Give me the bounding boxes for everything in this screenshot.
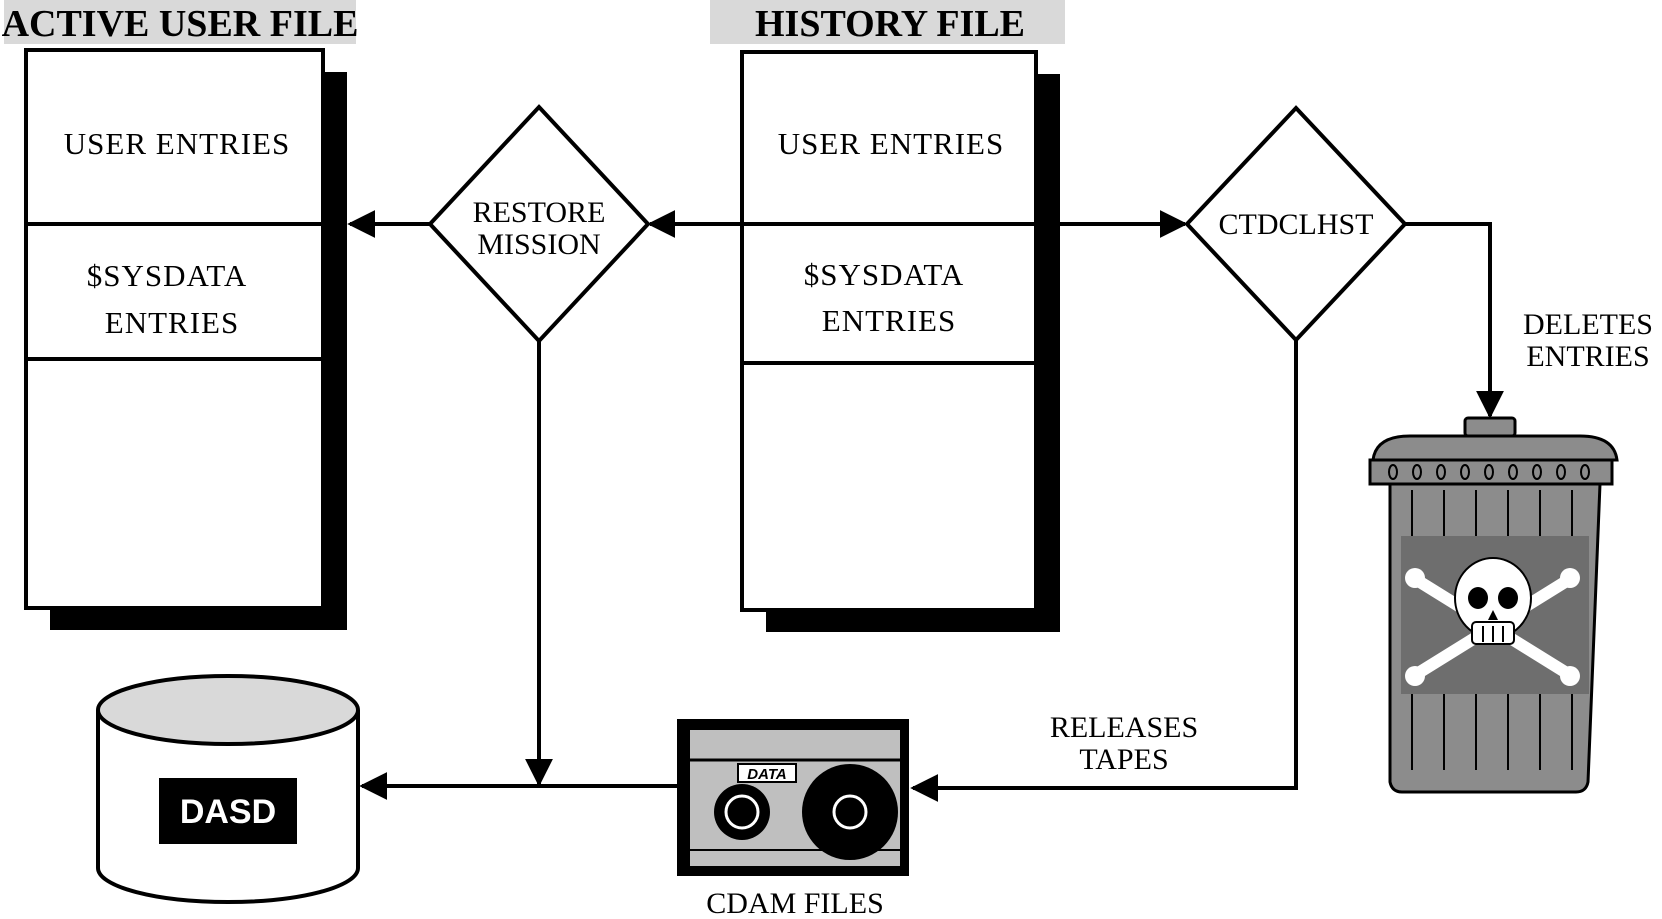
entries-label: ENTRIES bbox=[1526, 340, 1649, 373]
restore-mission-decision: RESTORE MISSION bbox=[427, 104, 651, 344]
trash-lid-handle bbox=[1463, 416, 1517, 438]
mission-label: MISSION bbox=[477, 228, 600, 261]
active-user-file: ACTIVE USER FILE USER ENTRIES $SYSDATA E… bbox=[2, 0, 359, 630]
tape-reel-left-hub bbox=[724, 794, 760, 830]
tape-reel-right-hub bbox=[832, 794, 868, 830]
history-sysdata-label: $SYSDATA bbox=[804, 257, 965, 292]
releases-label: RELEASES bbox=[1050, 711, 1198, 744]
tape-reel-right bbox=[802, 764, 898, 860]
history-file-title: HISTORY FILE bbox=[755, 3, 1025, 45]
restore-label: RESTORE bbox=[473, 196, 606, 229]
cdam-tape-cartridge: DATA bbox=[677, 719, 909, 876]
dasd-storage: DASD bbox=[96, 674, 360, 904]
connectors bbox=[347, 210, 1504, 802]
history-file-title-band bbox=[710, 0, 1065, 44]
deletes-label: DELETES bbox=[1523, 308, 1653, 341]
tape-label: DATA bbox=[747, 766, 786, 783]
active-sysdata-label: $SYSDATA bbox=[87, 258, 248, 293]
history-file-box bbox=[740, 50, 1038, 612]
skull-crossbones-icon bbox=[1405, 557, 1580, 686]
arrow-ctdclhst-to-trash bbox=[1405, 222, 1504, 419]
tape-label-box bbox=[737, 763, 797, 783]
history-file: HISTORY FILE USER ENTRIES $SYSDATA ENTRI… bbox=[710, 0, 1065, 632]
trash-lid-dome bbox=[1371, 434, 1619, 462]
active-user-entries-label: USER ENTRIES bbox=[64, 126, 290, 161]
arrow-ctdclhst-to-cdam bbox=[910, 340, 1298, 802]
active-entries-label: ENTRIES bbox=[105, 305, 239, 340]
tapes-label: TAPES bbox=[1079, 743, 1168, 776]
ctdclhst-decision: CTDCLHST bbox=[1184, 105, 1408, 343]
trash-lid-rim bbox=[1368, 458, 1614, 486]
history-user-entries-label: USER ENTRIES bbox=[778, 126, 1004, 161]
tape-reel-left bbox=[714, 784, 770, 840]
ctdclhst-label: CTDCLHST bbox=[1218, 208, 1373, 241]
history-entries-label: ENTRIES bbox=[822, 303, 956, 338]
dasd-label-box bbox=[159, 778, 297, 844]
cdam-files-label: CDAM FILES bbox=[706, 887, 884, 919]
dasd-cylinder-top bbox=[96, 674, 360, 746]
dasd-label: DASD bbox=[180, 793, 276, 831]
active-file-title: ACTIVE USER FILE bbox=[2, 3, 359, 45]
trash-can-icon bbox=[1368, 416, 1619, 794]
active-file-title-band bbox=[4, 0, 356, 44]
active-file-box bbox=[24, 48, 325, 610]
